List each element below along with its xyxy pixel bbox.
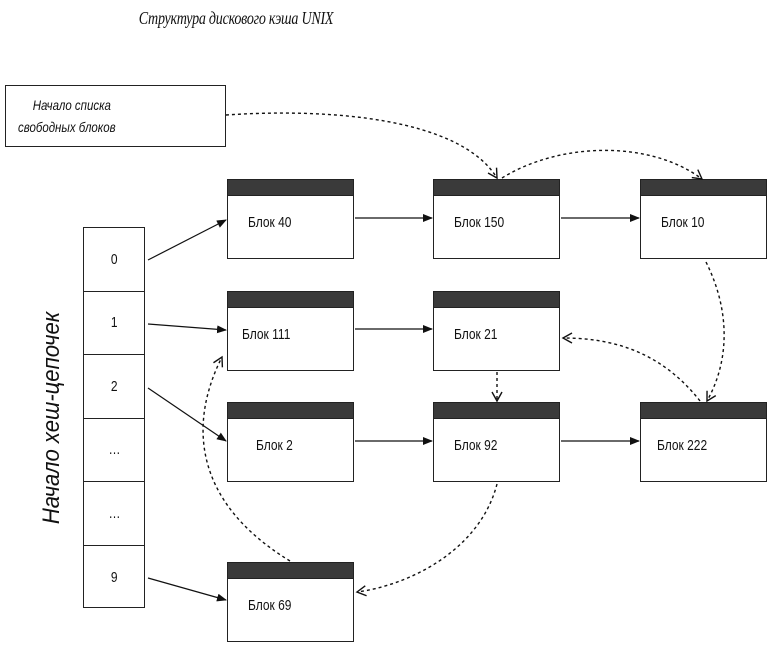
block-40: Блок 40 bbox=[227, 179, 354, 259]
hash-cell-9: 9 bbox=[84, 546, 144, 610]
diagram-title: Структура дискового кэша UNIX bbox=[138, 8, 334, 28]
block-header bbox=[228, 403, 353, 419]
hash-cell-1: 1 bbox=[84, 292, 144, 355]
block-label: Блок 111 bbox=[242, 326, 291, 343]
block-111: Блок 111 bbox=[227, 291, 354, 371]
free-list-head-label-line2: свободных блоков bbox=[18, 119, 116, 135]
block-label: Блок 21 bbox=[454, 326, 498, 343]
hash-cell-1-label: 1 bbox=[110, 314, 118, 332]
hash-cell-0-label: 0 bbox=[110, 250, 118, 268]
block-label: Блок 10 bbox=[661, 214, 705, 231]
hash-link-1 bbox=[147, 323, 227, 334]
block-header bbox=[434, 180, 559, 196]
free-list-head-label: Начало списка свободных блоков bbox=[18, 94, 116, 138]
free-link-92-69 bbox=[355, 483, 498, 597]
hash-table: 0 1 2 … … 9 bbox=[83, 227, 145, 608]
block-label: Блок 92 bbox=[454, 437, 498, 454]
block-label: Блок 150 bbox=[454, 214, 505, 231]
free-link-10-222 bbox=[705, 261, 725, 403]
hash-cell-2-label: 2 bbox=[110, 377, 118, 395]
block-69: Блок 69 bbox=[227, 562, 354, 642]
hash-cell-0: 0 bbox=[84, 228, 144, 292]
block-92: Блок 92 bbox=[433, 402, 560, 482]
free-list-head-label-line1: Начало списка bbox=[32, 97, 111, 113]
block-150: Блок 150 bbox=[433, 179, 560, 259]
free-link-69-111 bbox=[202, 355, 291, 562]
block-header bbox=[228, 563, 353, 579]
block-label: Блок 40 bbox=[248, 214, 292, 231]
block-222: Блок 222 bbox=[640, 402, 767, 482]
block-label: Блок 69 bbox=[248, 597, 292, 614]
hash-cell-ellipsis-1: … bbox=[84, 419, 144, 482]
block-10: Блок 10 bbox=[640, 179, 767, 259]
block-header bbox=[641, 403, 766, 419]
block-label: Блок 222 bbox=[657, 437, 708, 454]
hash-cell-ellipsis-2-label: … bbox=[108, 504, 120, 522]
block-2: Блок 2 bbox=[227, 402, 354, 482]
block-header bbox=[641, 180, 766, 196]
block-header bbox=[228, 180, 353, 196]
free-link-222-21 bbox=[561, 332, 701, 402]
block-label: Блок 2 bbox=[256, 437, 293, 454]
block-header bbox=[434, 292, 559, 308]
hash-cell-ellipsis-1-label: … bbox=[108, 441, 120, 459]
free-link-head-150 bbox=[225, 112, 498, 180]
hash-link-2 bbox=[147, 387, 227, 442]
hash-link-9 bbox=[147, 577, 227, 602]
block-header bbox=[228, 292, 353, 308]
free-link-150-10 bbox=[501, 149, 704, 180]
free-list-head-box: Начало списка свободных блоков bbox=[5, 85, 226, 147]
hash-cell-9-label: 9 bbox=[110, 568, 118, 586]
block-21: Блок 21 bbox=[433, 291, 560, 371]
hash-cell-ellipsis-2: … bbox=[84, 482, 144, 546]
block-header bbox=[434, 403, 559, 419]
hash-link-0 bbox=[147, 219, 227, 261]
hash-cell-2: 2 bbox=[84, 355, 144, 419]
